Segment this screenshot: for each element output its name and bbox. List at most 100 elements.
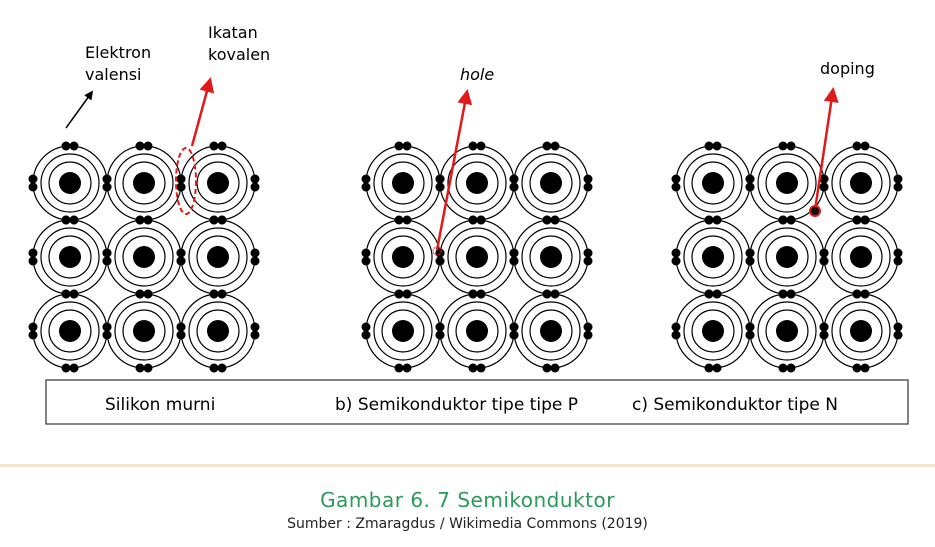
- nucleus: [850, 172, 872, 194]
- electron-shell: [196, 309, 240, 353]
- valence-electron: [819, 182, 829, 192]
- valence-electron: [583, 256, 593, 266]
- valence-electron: [476, 363, 486, 373]
- electron-shell: [114, 227, 174, 287]
- doping-label: doping: [820, 59, 875, 78]
- electron-shell: [831, 153, 891, 213]
- atom: [435, 289, 519, 373]
- covalent-bond-highlight: [175, 147, 197, 215]
- nucleus: [466, 172, 488, 194]
- valence-electron: [28, 256, 38, 266]
- valence-electron: [852, 215, 862, 225]
- valence-electron: [745, 174, 755, 184]
- valence-electron: [217, 363, 227, 373]
- valence-electron: [28, 182, 38, 192]
- valence-electron: [102, 256, 112, 266]
- valence-electron: [852, 141, 862, 151]
- valence-electron: [860, 289, 870, 299]
- valence-electron: [786, 363, 796, 373]
- valence-electron: [704, 215, 714, 225]
- electron-shell: [40, 301, 100, 361]
- electron-shell: [196, 235, 240, 279]
- valence-electron: [583, 174, 593, 184]
- electron-arrow: [65, 90, 94, 129]
- atom: [819, 289, 903, 373]
- electron-shell: [757, 301, 817, 361]
- caption-box: [45, 379, 909, 425]
- valence-electron: [28, 174, 38, 184]
- valence-electron: [704, 289, 714, 299]
- valence-electron: [361, 330, 371, 340]
- valence-electron: [583, 182, 593, 192]
- atom: [509, 215, 593, 299]
- valence-electron: [786, 215, 796, 225]
- electron-shell: [691, 309, 735, 353]
- valence-electron: [786, 289, 796, 299]
- valence-electron: [143, 215, 153, 225]
- valence-electron: [361, 174, 371, 184]
- nucleus: [540, 172, 562, 194]
- valence-electron: [250, 256, 260, 266]
- valence-electron: [435, 256, 445, 266]
- electron-shell: [529, 309, 573, 353]
- electron-shell: [48, 235, 92, 279]
- valence-electron: [671, 330, 681, 340]
- electron-shell: [447, 301, 507, 361]
- valence-electron: [61, 141, 71, 151]
- valence-electron: [704, 141, 714, 151]
- valence-electron: [250, 322, 260, 332]
- panel-c-caption: c) Semikonduktor tipe N: [632, 395, 838, 415]
- valence-electron: [745, 330, 755, 340]
- valence-electron: [435, 322, 445, 332]
- electron-shell: [683, 227, 743, 287]
- valence-electron: [745, 322, 755, 332]
- atom: [819, 141, 903, 225]
- valence-electron: [28, 322, 38, 332]
- electron-shell: [122, 309, 166, 353]
- separator-line: [0, 464, 935, 467]
- valence-electron: [176, 322, 186, 332]
- electron-shell: [114, 301, 174, 361]
- nucleus: [540, 246, 562, 268]
- valence-electron: [28, 248, 38, 258]
- atom: [671, 141, 755, 225]
- valence-electron: [509, 256, 519, 266]
- valence-electron: [509, 182, 519, 192]
- nucleus: [702, 246, 724, 268]
- valence-electron: [778, 363, 788, 373]
- electron-label-line1: Elektron: [85, 43, 151, 62]
- valence-electron: [217, 215, 227, 225]
- nucleus: [207, 320, 229, 342]
- valence-electron: [394, 363, 404, 373]
- valence-electron: [361, 248, 371, 258]
- valence-electron: [542, 363, 552, 373]
- valence-electron: [402, 215, 412, 225]
- valence-electron: [852, 363, 862, 373]
- valence-electron: [69, 363, 79, 373]
- valence-electron: [542, 215, 552, 225]
- electron-shell: [765, 161, 809, 205]
- valence-electron: [712, 141, 722, 151]
- electron-shell: [381, 235, 425, 279]
- lattice-a: [28, 141, 260, 373]
- electron-shell: [765, 309, 809, 353]
- valence-electron: [176, 248, 186, 258]
- atom: [176, 215, 260, 299]
- valence-electron: [476, 289, 486, 299]
- electron-shell: [757, 227, 817, 287]
- atom: [435, 141, 519, 225]
- atom: [102, 289, 186, 373]
- panel-a-caption: Silikon murni: [105, 395, 215, 415]
- bond-label-line2: kovalen: [208, 45, 270, 64]
- nucleus: [207, 172, 229, 194]
- electron-shell: [373, 301, 433, 361]
- valence-electron: [402, 141, 412, 151]
- electron-shell: [757, 153, 817, 213]
- atom: [361, 141, 445, 221]
- hole-marker: [432, 246, 442, 256]
- atom-lattices: [28, 141, 903, 373]
- valence-electron: [435, 182, 445, 192]
- valence-electron: [509, 322, 519, 332]
- electron-shell: [188, 153, 248, 213]
- valence-electron: [250, 174, 260, 184]
